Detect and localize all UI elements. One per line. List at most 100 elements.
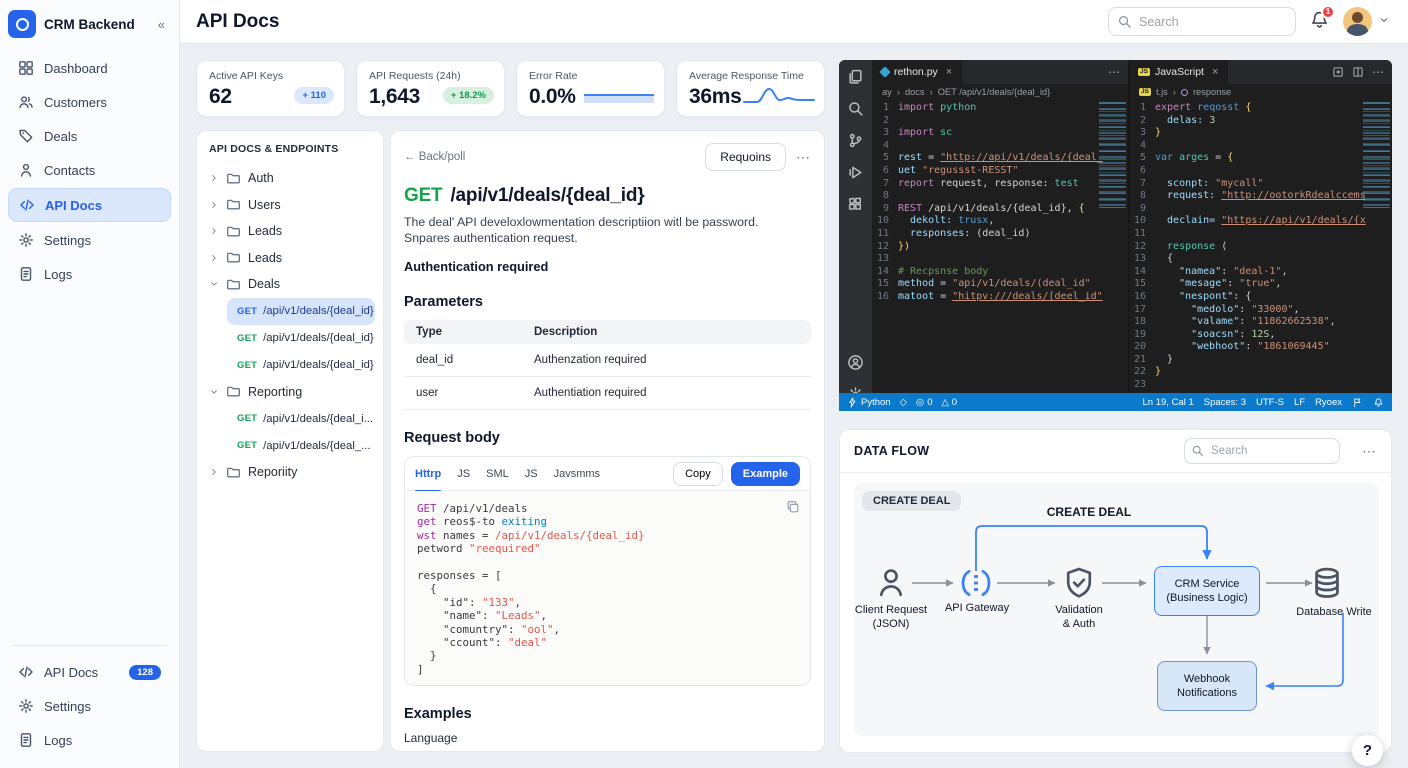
line-number: 17	[1133, 303, 1146, 315]
account-icon[interactable]	[847, 354, 864, 371]
tree-folder-leads[interactable]: Leads	[207, 218, 379, 245]
status-eol[interactable]: LF	[1293, 396, 1306, 408]
line-number: 23	[1133, 379, 1146, 391]
sidebar-item-logs[interactable]: Logs	[8, 258, 171, 290]
endpoint-path: /api/v1/deals/{deal_id}	[263, 305, 374, 317]
tree-folder-label: Auth	[248, 171, 274, 186]
client-label: Client Request(JSON)	[854, 604, 928, 630]
sidebar-item-api-docs[interactable]: API Docs	[8, 188, 171, 222]
stat-change-badge: + 18.2%	[442, 87, 494, 104]
line-content: report request, response: test	[898, 177, 1079, 189]
crm-service-node[interactable]: CRM Service(Business Logic)	[1154, 566, 1260, 616]
sidebar-item-dashboard[interactable]: Dashboard	[8, 52, 171, 84]
user-menu-chevron-icon[interactable]	[1378, 13, 1390, 31]
editor-code-line: 10 declain= "https://api/v1/deals/{x	[1129, 215, 1392, 228]
status-encoding[interactable]: UTF-S	[1256, 396, 1284, 408]
line-number: 1	[882, 102, 889, 113]
tree-folder-label: Reporting	[248, 384, 303, 399]
line-content	[1155, 228, 1161, 241]
editor-code-line: 22}	[1129, 366, 1392, 379]
user-avatar[interactable]	[1343, 7, 1372, 36]
validation-shield-icon	[1061, 565, 1097, 601]
tree-folder-label: Deals	[248, 277, 280, 292]
example-button[interactable]: Example	[730, 461, 800, 486]
request-body-tab-javsmms[interactable]: Javsmms	[553, 467, 601, 480]
tree-endpoint[interactable]: GET/api/v1/deals/{deal_...	[227, 432, 375, 459]
copy-button[interactable]: Copy	[673, 461, 723, 486]
line-content: }	[1155, 353, 1174, 365]
endpoint-path: /api/v1/deals/{deal_...	[263, 439, 371, 452]
tree-folder-leads[interactable]: Leads	[207, 245, 379, 272]
sidebar-item-settings[interactable]: Settings	[8, 224, 171, 256]
search-icon[interactable]	[847, 100, 864, 117]
source-control-icon[interactable]	[847, 132, 864, 149]
search-input[interactable]	[1108, 7, 1296, 36]
request-body-tab-httrp[interactable]: Httrp	[415, 457, 442, 492]
editor-more-icon[interactable]: ⋯	[1108, 65, 1120, 79]
copy-code-icon[interactable]	[786, 500, 800, 514]
extensions-icon[interactable]	[847, 196, 864, 213]
open-changes-icon[interactable]	[1332, 66, 1344, 78]
sidebar-item-customers[interactable]: Customers	[8, 86, 171, 118]
notifications-button[interactable]: 1	[1310, 4, 1335, 34]
sidebar-collapse-icon[interactable]: «	[157, 16, 165, 32]
sidebar-item-label: Customers	[44, 94, 107, 110]
folder-icon	[226, 171, 241, 186]
tree-folder-deals[interactable]: Deals	[207, 271, 379, 298]
api-doc-panel: ← Back/poll Requoins ⋯ GET/api/v1/deals/…	[390, 130, 825, 752]
data-flow-search-input[interactable]	[1184, 438, 1340, 464]
sidebar-item-deals[interactable]: Deals	[8, 120, 171, 152]
feedback-flag-icon[interactable]	[1352, 397, 1363, 408]
tab-close-icon[interactable]: ×	[1211, 66, 1219, 78]
explorer-icon[interactable]	[847, 68, 864, 85]
editor-activity-bar	[839, 60, 872, 411]
sidebar-item-contacts[interactable]: Contacts	[8, 154, 171, 186]
tree-endpoint[interactable]: GET/api/v1/deals/{deal_id}	[227, 297, 375, 325]
help-button[interactable]: ?	[1352, 735, 1383, 766]
code-line	[417, 556, 798, 569]
status-indentation[interactable]: Spaces: 3	[1203, 396, 1246, 408]
flow-chip[interactable]: CREATE DEAL	[862, 491, 962, 511]
endpoint-method: GET	[237, 305, 258, 317]
request-body-tab-js[interactable]: JS	[457, 467, 471, 480]
doc-more-icon[interactable]: ⋯	[796, 148, 811, 165]
tree-folder-reporiity[interactable]: Reporiity	[207, 459, 379, 486]
chevron-right-icon	[209, 467, 219, 477]
tree-endpoint[interactable]: GET/api/v1/deals/{deal_id}	[227, 352, 375, 379]
status-errors[interactable]: ◎0	[915, 396, 933, 408]
tab-close-icon[interactable]: ×	[945, 66, 953, 78]
line-content: "nespont": {	[1155, 290, 1252, 302]
back-link[interactable]: ← Back/poll	[404, 151, 466, 163]
line-number: 12	[876, 240, 889, 252]
tree-folder-reporting[interactable]: Reporting	[207, 379, 379, 406]
status-bell-icon[interactable]	[1373, 397, 1384, 408]
editor-code-line: 20 "webhoot": "1861069445"	[1129, 341, 1392, 354]
tree-endpoint[interactable]: GET/api/v1/deals/{deal_id}	[227, 325, 375, 352]
tree-folder-users[interactable]: Users	[207, 192, 379, 219]
status-language[interactable]: Python	[861, 396, 891, 408]
status-cursor-position[interactable]: Ln 19, Cal 1	[1142, 396, 1194, 408]
line-content	[1155, 165, 1161, 178]
editor-more-icon[interactable]: ⋯	[1372, 65, 1384, 79]
status-warnings[interactable]: △0	[941, 396, 958, 408]
request-body-tab-sml[interactable]: SML	[486, 467, 509, 480]
sidebar-item-settings[interactable]: Settings	[8, 690, 171, 722]
split-editor-icon[interactable]	[1352, 66, 1364, 78]
editor-code-line: 17 "medolo": "33000",	[1129, 304, 1392, 317]
sidebar-item-logs[interactable]: Logs	[8, 724, 171, 756]
requoins-button[interactable]: Requoins	[705, 143, 786, 171]
data-flow-more-icon[interactable]: ⋯	[1362, 442, 1377, 459]
request-body-tab-js[interactable]: JS	[524, 467, 538, 480]
run-debug-icon[interactable]	[847, 164, 864, 181]
status-lang-mode[interactable]: Ryoex	[1315, 396, 1342, 408]
editor-tab-rethon-py[interactable]: rethon.py×	[872, 60, 963, 84]
tree-endpoint[interactable]: GET/api/v1/deals/{deal_i...	[227, 405, 375, 432]
endpoint-description: The deal' API develoxlowmentation descri…	[404, 215, 759, 245]
tree-folder-auth[interactable]: Auth	[207, 165, 379, 192]
